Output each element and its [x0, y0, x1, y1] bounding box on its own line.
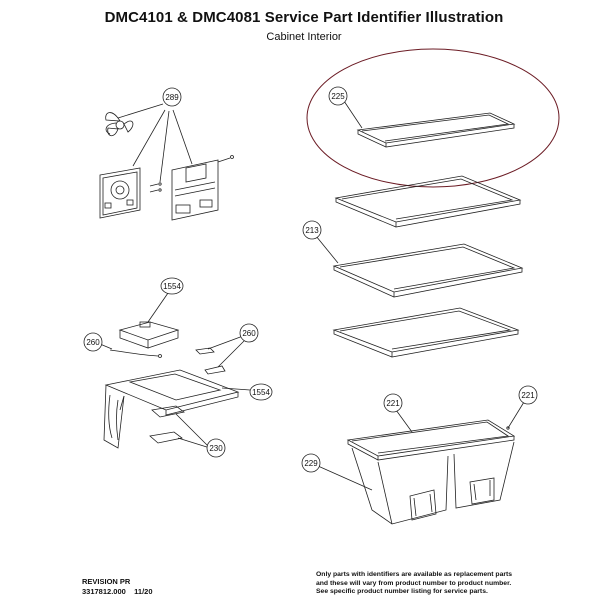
highlight-ring: [306, 48, 560, 188]
callout-1554-bottom: 1554: [249, 383, 273, 401]
svg-text:1554: 1554: [252, 388, 270, 397]
page-subtitle: Cabinet Interior: [266, 31, 342, 43]
revision-label: REVISION PR: [82, 577, 131, 586]
connector-right-part: [195, 347, 226, 375]
service-note: Only parts with identifiers are availabl…: [316, 571, 566, 597]
svg-text:289: 289: [165, 93, 179, 102]
fan-motor-plate-part: [171, 155, 234, 221]
fan-screws-part: [149, 182, 162, 193]
control-housing-top-part: [118, 321, 180, 349]
callout-289: 289: [162, 87, 182, 107]
light-cover-part: [149, 405, 185, 444]
glass-shelf-3-part: [332, 307, 520, 358]
fan-blade-part: [105, 112, 134, 137]
revision-block: REVISION PR 3317812.000 11/20: [82, 577, 153, 596]
service-note-line-2: and these will vary from product number …: [316, 579, 512, 587]
service-note-line-3: See specific product number listing for …: [316, 588, 488, 596]
service-note-line-1: Only parts with identifiers are availabl…: [316, 571, 513, 578]
callout-1554-top: 1554: [160, 277, 184, 295]
wire-harness-left-part: [109, 349, 162, 358]
svg-text:213: 213: [305, 226, 319, 235]
callout-229: 229: [301, 453, 321, 473]
svg-text:221: 221: [386, 399, 400, 408]
callout-260-right: 260: [239, 323, 259, 343]
callout-260-left: 260: [83, 332, 103, 352]
fan-shroud-part: [99, 167, 141, 219]
crisper-cover-part: [346, 419, 516, 461]
callout-213: 213: [302, 220, 322, 240]
glass-shelf-2-part: [332, 243, 524, 298]
crisper-drawer-right-part: [453, 441, 515, 509]
crisper-drawer-left-part: [351, 447, 449, 525]
glass-shelf-1-part: [334, 175, 522, 228]
svg-text:1554: 1554: [163, 282, 181, 291]
svg-text:260: 260: [242, 329, 256, 338]
svg-text:229: 229: [304, 459, 318, 468]
svg-text:260: 260: [86, 338, 100, 347]
doc-number-line: 3317812.000 11/20: [82, 587, 153, 597]
callout-230: 230: [206, 438, 226, 458]
callout-221-left: 221: [383, 393, 403, 413]
light-housing-part: [103, 369, 240, 449]
callout-221-right: 221: [518, 385, 538, 405]
callout-225: 225: [328, 86, 348, 106]
svg-text:225: 225: [331, 92, 345, 101]
page-title: DMC4101 & DMC4081 Service Part Identifie…: [104, 9, 504, 26]
svg-text:221: 221: [521, 391, 535, 400]
doc-number: 3317812.000: [82, 586, 126, 596]
svg-text:230: 230: [209, 444, 223, 453]
top-shelf-part: [356, 112, 516, 148]
doc-date: 11/20: [134, 586, 153, 596]
